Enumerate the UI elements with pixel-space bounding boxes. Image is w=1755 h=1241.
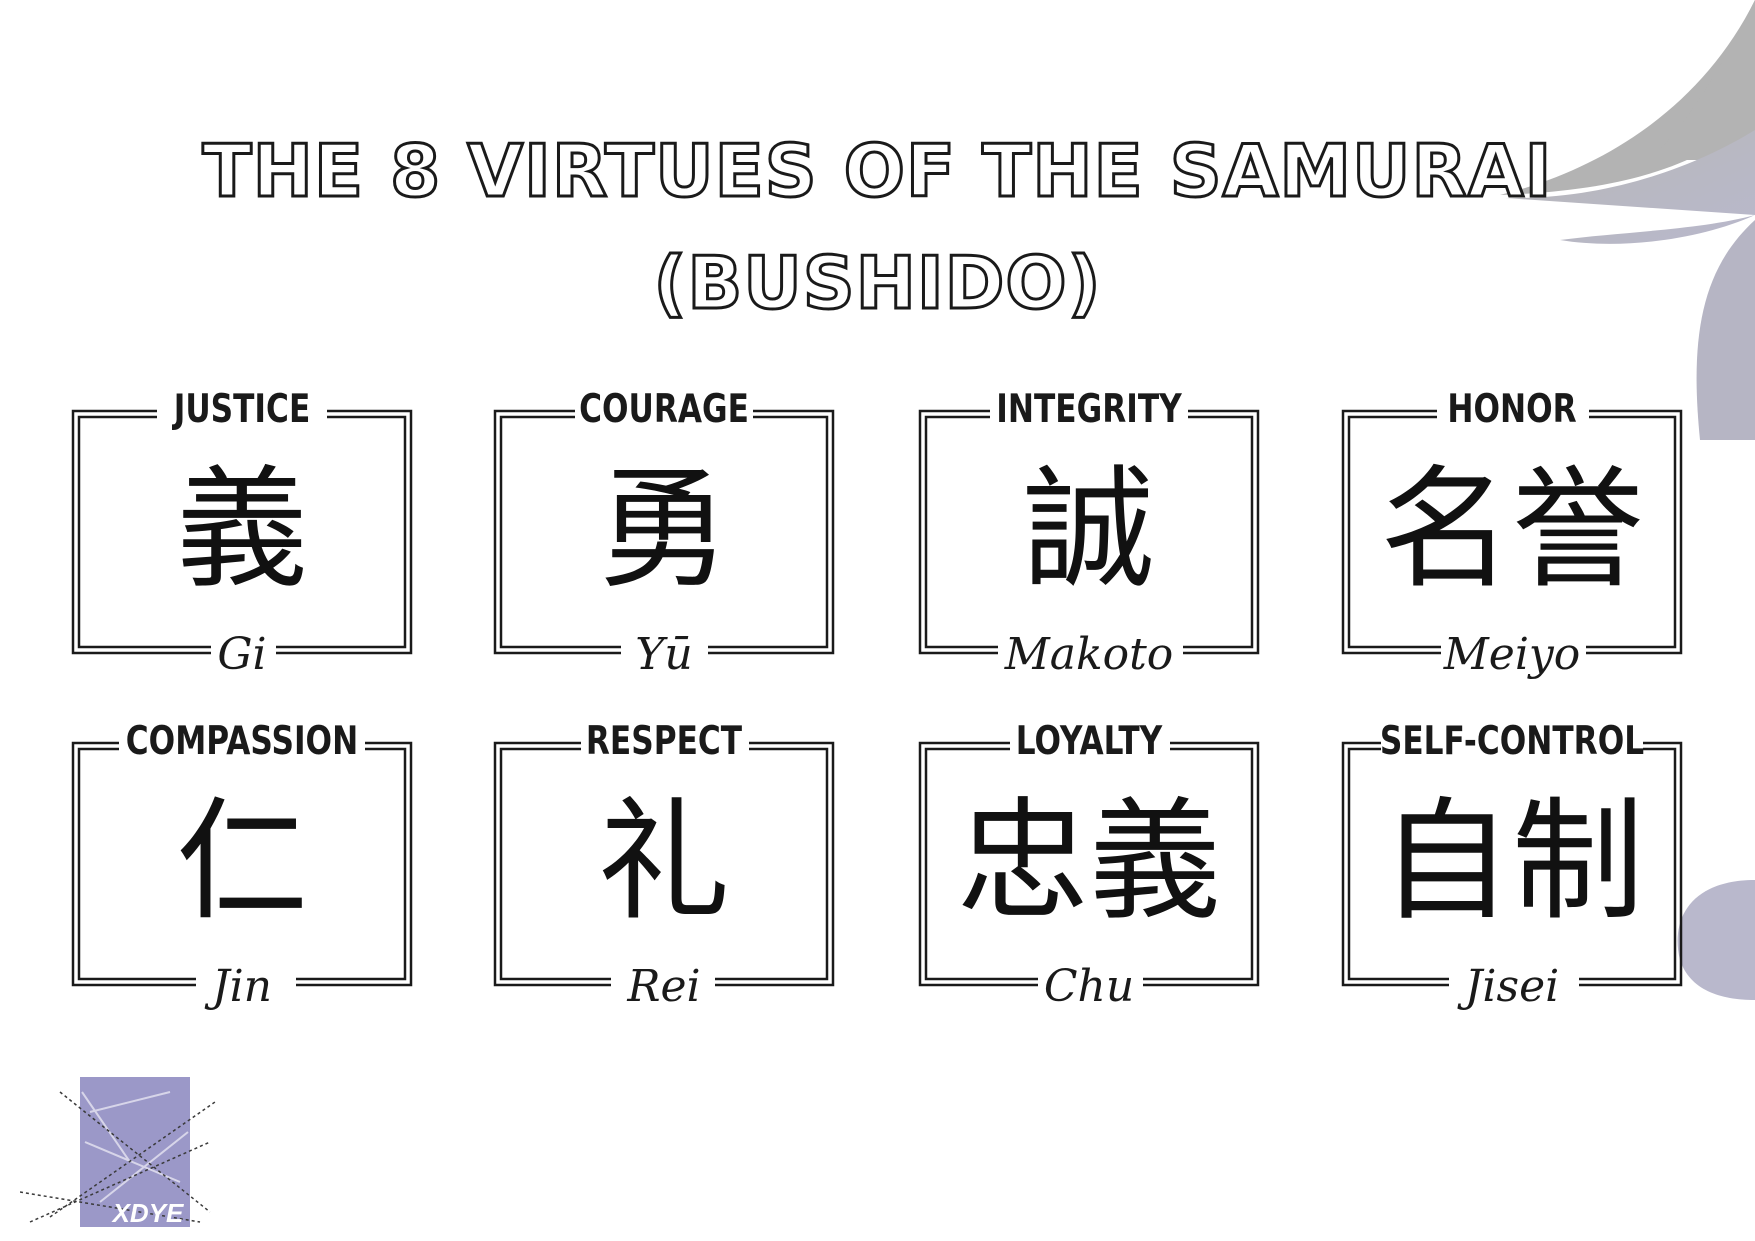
card-frame (493, 741, 835, 987)
virtue-kanji: 礼 (598, 785, 730, 939)
virtue-romaji: Chu (1043, 961, 1135, 1012)
virtue-kanji: 誠 (1023, 453, 1155, 607)
virtue-label: SELF-CONTROL (1379, 719, 1645, 764)
card-frame (71, 409, 413, 655)
card-frame (493, 409, 835, 655)
virtue-card-loyalty: LOYALTY 忠義 Chu (918, 720, 1260, 1012)
logo-text: XDYE (111, 1198, 184, 1228)
virtue-kanji: 名誉 (1380, 453, 1644, 607)
virtue-card-honor: HONOR 名誉 Meiyo (1341, 388, 1683, 680)
virtue-kanji: 忠義 (957, 785, 1221, 939)
virtue-card-courage: COURAGE 勇 Yū (493, 388, 835, 680)
virtue-romaji: Makoto (1004, 629, 1174, 680)
logo-graphic: XDYE (19, 1077, 216, 1228)
card-frame (918, 409, 1260, 655)
card-frame (918, 741, 1260, 987)
virtue-card-justice: JUSTICE 義 Gi (71, 388, 413, 680)
virtue-romaji: Rei (627, 961, 701, 1012)
page-title: THE 8 VIRTUES OF THE SAMURAI (201, 129, 1553, 213)
virtue-card-compassion: COMPASSION 仁 Jin (71, 720, 413, 1012)
virtue-label: COMPASSION (125, 719, 359, 764)
card-frame (71, 741, 413, 987)
virtue-card-self-control: SELF-CONTROL 自制 Jisei (1341, 720, 1683, 1012)
virtue-label: HONOR (1447, 387, 1577, 432)
virtue-romaji: Jisei (1464, 961, 1560, 1012)
page-subtitle: (BUSHIDO) (652, 241, 1102, 325)
virtue-card-respect: RESPECT 礼 Rei (493, 720, 835, 1012)
virtue-romaji: Jin (211, 961, 273, 1012)
brand-logo: XDYE (19, 1072, 220, 1232)
virtue-romaji: Gi (217, 629, 267, 680)
virtue-label: LOYALTY (1015, 719, 1163, 764)
virtue-card-integrity: INTEGRITY 誠 Makoto (918, 388, 1260, 680)
virtue-kanji: 仁 (176, 785, 308, 939)
virtue-kanji: 自制 (1380, 785, 1644, 939)
virtue-kanji: 勇 (598, 453, 730, 607)
virtue-romaji: Yū (635, 629, 693, 680)
virtue-label: INTEGRITY (996, 387, 1182, 432)
card-frame (1341, 741, 1683, 987)
virtue-romaji: Meiyo (1443, 629, 1581, 680)
virtue-kanji: 義 (176, 453, 308, 607)
virtue-label: COURAGE (579, 387, 749, 432)
card-frame (1341, 409, 1683, 655)
virtue-label: JUSTICE (173, 387, 311, 432)
virtue-label: RESPECT (585, 719, 743, 764)
